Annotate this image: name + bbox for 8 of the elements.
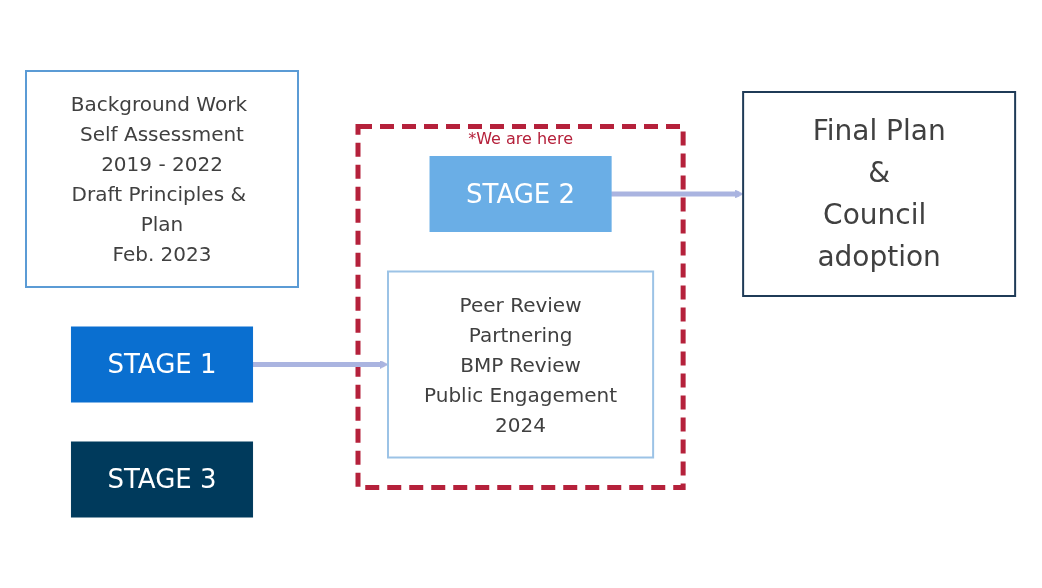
arrow xyxy=(611,189,744,199)
arrow xyxy=(253,360,389,369)
node-box: Background Work Self Assessment 2019 - 2022 Draft Principles & Plan Feb. 2023 xyxy=(25,70,300,288)
node-box: STAGE 3 xyxy=(71,441,254,518)
node-box: Peer Review Partnering BMP Review Public Engagement 2024 xyxy=(387,270,655,459)
node-box: STAGE 1 xyxy=(71,326,254,403)
node-box: Final Plan & Council adoption xyxy=(742,91,1017,297)
node-box: STAGE 2 xyxy=(429,156,613,232)
